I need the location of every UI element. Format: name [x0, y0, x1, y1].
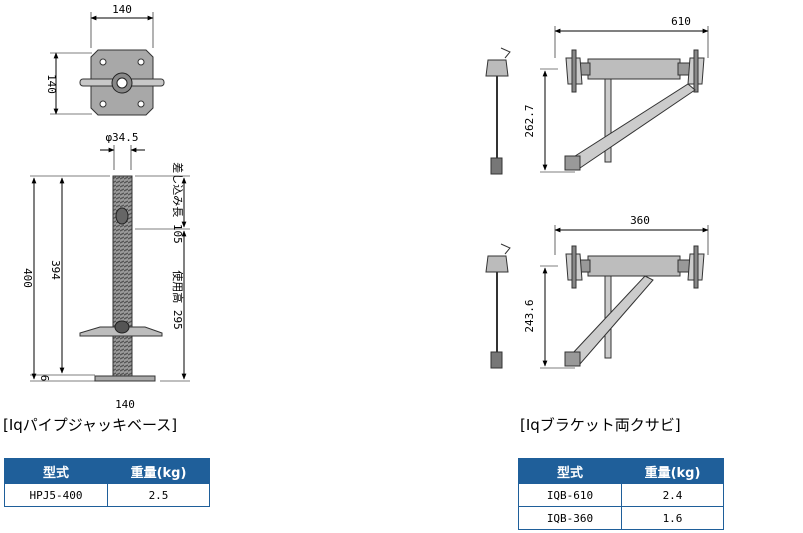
dim-pipe-diameter: φ34.5 [105, 131, 138, 144]
table-header-model: 型式 [518, 458, 622, 484]
dim-total-height: 400 [21, 268, 34, 288]
table-header-weight: 重量(kg) [107, 458, 210, 484]
table-row: HPJ5-400 2.5 [4, 483, 210, 507]
bracket-spec-table: 型式 重量(kg) IQB-610 2.4 IQB-360 1.6 [518, 458, 724, 530]
jack-base-side-view: φ34.5 400 394 6 差し込み長 105 使用高 295 140 [21, 131, 190, 411]
bracket-610-drawing: 610 262.7 [485, 15, 709, 175]
dim-base-thickness: 6 [38, 375, 51, 382]
table-header-model: 型式 [4, 458, 108, 484]
dim-insert-length: 差し込み長 105 [171, 162, 185, 244]
table-cell-weight: 2.5 [107, 483, 210, 507]
table-cell-model: IQB-360 [518, 506, 622, 530]
dim-360-height: 243.6 [523, 299, 536, 332]
table-cell-weight: 1.6 [621, 506, 724, 530]
dim-top-width: 140 [112, 3, 132, 16]
table-row: IQB-360 1.6 [518, 506, 724, 530]
jack-base-spec-table: 型式 重量(kg) HPJ5-400 2.5 [4, 458, 210, 507]
dim-360-width: 360 [630, 214, 650, 227]
table-cell-model: HPJ5-400 [4, 483, 108, 507]
dim-screw-length: 394 [49, 260, 62, 280]
table-cell-weight: 2.4 [621, 483, 724, 507]
jack-base-top-view: 140 140 [45, 3, 165, 116]
table-cell-model: IQB-610 [518, 483, 622, 507]
dim-usable-height: 使用高 295 [171, 270, 185, 330]
jack-base-caption: [Iqパイプジャッキベース] [3, 416, 178, 434]
table-header-weight: 重量(kg) [621, 458, 724, 484]
dim-bottom-width: 140 [115, 398, 135, 411]
table-row: IQB-610 2.4 [518, 483, 724, 507]
dim-610-width: 610 [671, 15, 691, 28]
bracket-360-drawing: 360 243.6 [485, 214, 709, 369]
dim-plate-height: 140 [45, 74, 58, 94]
dim-610-height: 262.7 [523, 104, 536, 137]
bracket-caption: [Iqブラケット両クサビ] [520, 416, 681, 434]
